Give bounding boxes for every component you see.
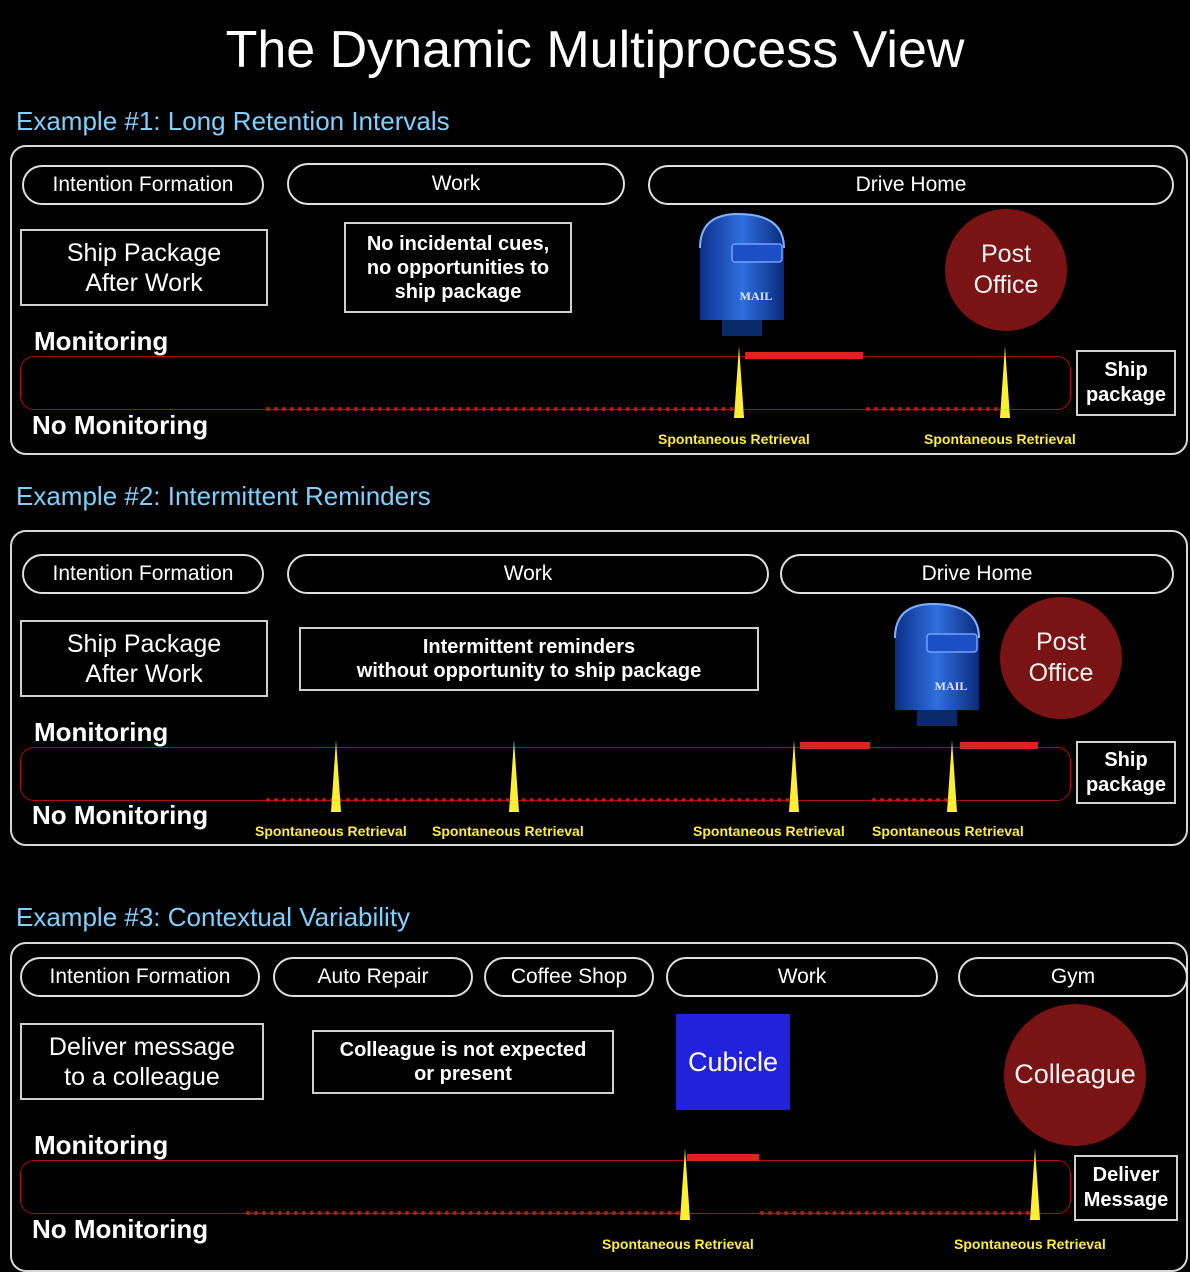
page-title: The Dynamic Multiprocess View	[225, 21, 965, 79]
phase-auto-repair: Auto Repair	[273, 957, 473, 997]
phase-drive-home: Drive Home	[648, 165, 1174, 205]
monitoring-track	[20, 747, 1071, 801]
monitoring-bar	[687, 1154, 759, 1161]
retrieval-spike	[734, 346, 744, 418]
spontaneous-retrieval-label: Spontaneous Retrieval	[954, 1236, 1106, 1252]
cubicle-box: Cubicle	[676, 1014, 790, 1110]
no-monitoring-label: No Monitoring	[32, 410, 209, 440]
retrieval-spike	[509, 740, 519, 812]
example-2-heading: Example #2: Intermittent Reminders	[16, 481, 431, 511]
mailbox-icon: MAIL	[887, 598, 987, 733]
monitoring-bar	[745, 352, 863, 359]
no-monitoring-label: No Monitoring	[32, 800, 209, 830]
no-monitoring-label: No Monitoring	[32, 1214, 209, 1244]
outcome-box: Deliver Message	[1074, 1155, 1178, 1221]
example-3-heading: Example #3: Contextual Variability	[16, 902, 411, 932]
context-note-box: No incidental cues, no opportunities to …	[344, 222, 572, 313]
monitoring-label: Monitoring	[34, 717, 169, 747]
phase-work: Work	[666, 957, 938, 997]
retrieval-spike	[789, 740, 799, 812]
intention-box: Ship Package After Work	[20, 620, 268, 697]
monitoring-track	[20, 1160, 1071, 1214]
outcome-box: Ship package	[1076, 350, 1176, 416]
no-monitoring-dotted-line	[866, 407, 998, 411]
phase-work: Work	[287, 163, 625, 205]
spontaneous-retrieval-label: Spontaneous Retrieval	[872, 823, 1024, 839]
example-1-panel	[10, 145, 1188, 455]
phase-drive-home: Drive Home	[780, 554, 1174, 594]
spontaneous-retrieval-label: Spontaneous Retrieval	[602, 1236, 754, 1252]
no-monitoring-dotted-line	[872, 798, 948, 802]
outcome-box: Ship package	[1076, 741, 1176, 804]
example-1-heading: Example #1: Long Retention Intervals	[16, 106, 450, 136]
monitoring-label: Monitoring	[34, 326, 169, 356]
colleague-circle: Colleague	[1004, 1004, 1146, 1146]
phase-work: Work	[287, 554, 769, 594]
retrieval-spike	[1000, 346, 1010, 418]
no-monitoring-dotted-line	[266, 798, 790, 802]
example-2-panel	[10, 530, 1188, 846]
phase-intention-formation: Intention Formation	[22, 554, 264, 594]
no-monitoring-dotted-line	[760, 1211, 1030, 1215]
phase-coffee-shop: Coffee Shop	[484, 957, 654, 997]
spontaneous-retrieval-label: Spontaneous Retrieval	[693, 823, 845, 839]
retrieval-spike	[947, 740, 957, 812]
monitoring-bar	[960, 742, 1038, 749]
retrieval-spike	[680, 1148, 690, 1220]
phase-gym: Gym	[958, 957, 1188, 997]
post-office-circle: Post Office	[1000, 597, 1122, 719]
monitoring-track	[20, 356, 1071, 410]
intention-box: Ship Package After Work	[20, 229, 268, 306]
phase-intention-formation: Intention Formation	[22, 165, 264, 205]
retrieval-spike	[1030, 1148, 1040, 1220]
mailbox-icon: MAIL	[692, 208, 792, 343]
spontaneous-retrieval-label: Spontaneous Retrieval	[658, 431, 810, 447]
monitoring-label: Monitoring	[34, 1130, 169, 1160]
intention-box: Deliver message to a colleague	[20, 1023, 264, 1100]
no-monitoring-dotted-line	[246, 1211, 680, 1215]
retrieval-spike	[331, 740, 341, 812]
no-monitoring-dotted-line	[266, 407, 734, 411]
post-office-circle: Post Office	[945, 209, 1067, 331]
context-note-box: Colleague is not expected or present	[312, 1030, 614, 1094]
spontaneous-retrieval-label: Spontaneous Retrieval	[432, 823, 584, 839]
spontaneous-retrieval-label: Spontaneous Retrieval	[255, 823, 407, 839]
monitoring-bar	[800, 742, 870, 749]
svg-text:MAIL: MAIL	[740, 289, 773, 303]
phase-intention-formation: Intention Formation	[20, 957, 260, 997]
spontaneous-retrieval-label: Spontaneous Retrieval	[924, 431, 1076, 447]
svg-text:MAIL: MAIL	[935, 679, 968, 693]
context-note-box: Intermittent reminders without opportuni…	[299, 627, 759, 691]
